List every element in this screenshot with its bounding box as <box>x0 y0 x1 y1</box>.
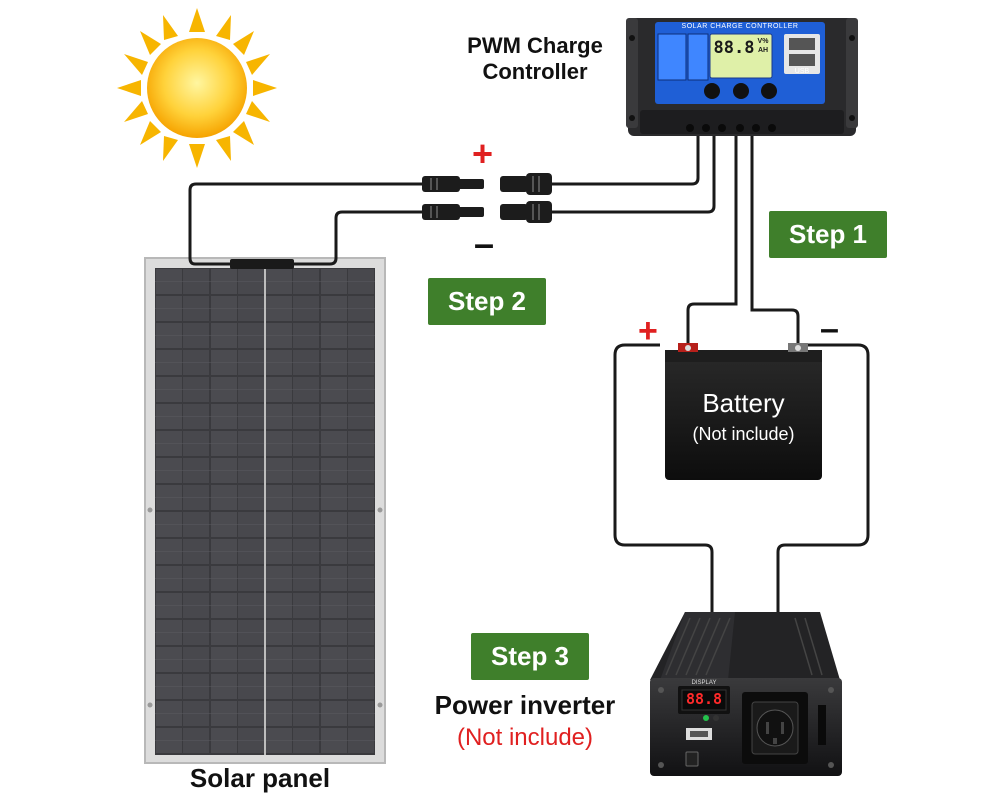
controller-caption-line1: PWM Charge <box>467 33 603 58</box>
charge-controller-graphic <box>626 18 858 136</box>
controller-usb-text: USB <box>794 68 810 75</box>
battery-plus-sign: + <box>638 312 658 350</box>
mc4-plus-sign: + <box>472 133 494 174</box>
power-inverter-graphic <box>650 612 842 776</box>
inverter-note: (Not include) <box>456 724 594 751</box>
controller-panel-text: SOLAR CHARGE CONTROLLER <box>681 23 799 30</box>
controller-lcd-units-top: V% <box>757 38 769 45</box>
mc4-minus-sign: – <box>474 223 495 264</box>
battery-graphic <box>665 343 822 480</box>
sun-icon <box>117 8 277 168</box>
mc4-connectors <box>422 173 552 223</box>
battery-minus-sign: – <box>820 310 839 348</box>
battery-label: Battery <box>702 388 785 418</box>
solar-panel-graphic <box>144 257 386 764</box>
inverter-label: Power inverter <box>434 690 616 720</box>
controller-lcd-units-bottom: AH <box>757 47 769 54</box>
step-1-badge: Step 1 <box>769 211 887 258</box>
battery-note: (Not include) <box>692 424 795 444</box>
step-2-badge: Step 2 <box>428 278 546 325</box>
controller-caption-line2: Controller <box>482 59 588 84</box>
solar-panel-label: Solar panel <box>189 763 331 793</box>
step-3-badge: Step 3 <box>471 633 589 680</box>
inverter-display-label: DISPLAY <box>691 680 717 686</box>
controller-lcd-digits: 88.8 <box>713 38 755 58</box>
inverter-display-digits: 88.8 <box>685 690 723 708</box>
wires <box>188 132 870 615</box>
controller-caption: PWM Charge Controller <box>440 33 630 85</box>
